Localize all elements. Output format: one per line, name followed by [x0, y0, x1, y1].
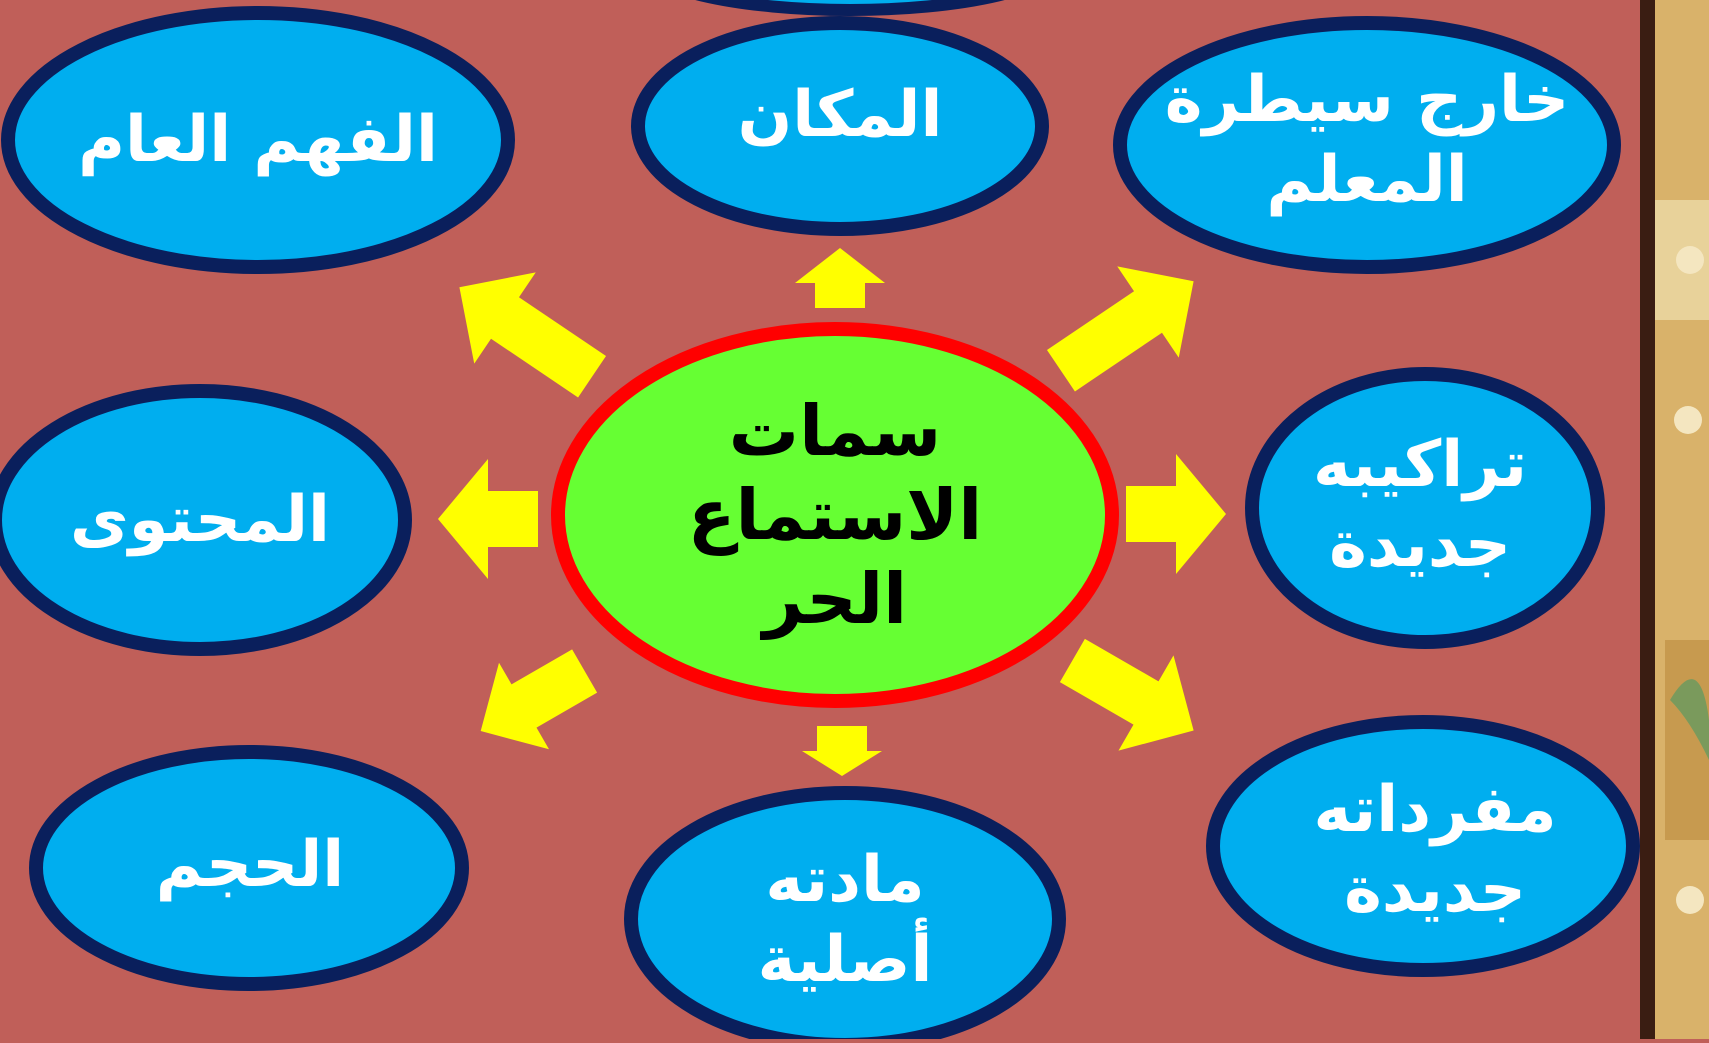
node-label-size: الحجم: [155, 828, 345, 902]
node-ellipse-new-structures: [1245, 367, 1605, 649]
arrow-to-outside-teacher-control: [1046, 266, 1194, 392]
arrow-to-content: [438, 459, 538, 579]
arrow-to-general-understanding: [459, 272, 607, 398]
node-ellipse-size: [29, 745, 469, 991]
arrows-group: [438, 248, 1226, 776]
arrow-to-size: [480, 649, 598, 750]
node-ellipse-general-understanding: [1, 6, 515, 274]
center-ellipse: [551, 322, 1119, 708]
node-ellipse-new-vocabulary: [1206, 715, 1640, 977]
arrow-to-original-material: [802, 726, 882, 776]
decorative-sidebar: [1640, 0, 1709, 1039]
node-ellipse-place: [631, 16, 1049, 236]
arrow-to-place: [795, 248, 885, 308]
arrow-to-new-structures: [1126, 454, 1226, 574]
arrow-to-new-vocabulary: [1059, 638, 1194, 751]
node-ellipse-content: [0, 384, 412, 656]
node-ellipse-outside-teacher-control: [1113, 16, 1621, 274]
top-partial-ellipse: [695, 0, 1005, 16]
node-label-content: المحتوى: [70, 483, 330, 557]
node-label-general-understanding: الفهم العام: [78, 103, 438, 177]
node-label-place: المكان: [737, 78, 943, 152]
node-ellipse-original-material: [624, 786, 1066, 1043]
